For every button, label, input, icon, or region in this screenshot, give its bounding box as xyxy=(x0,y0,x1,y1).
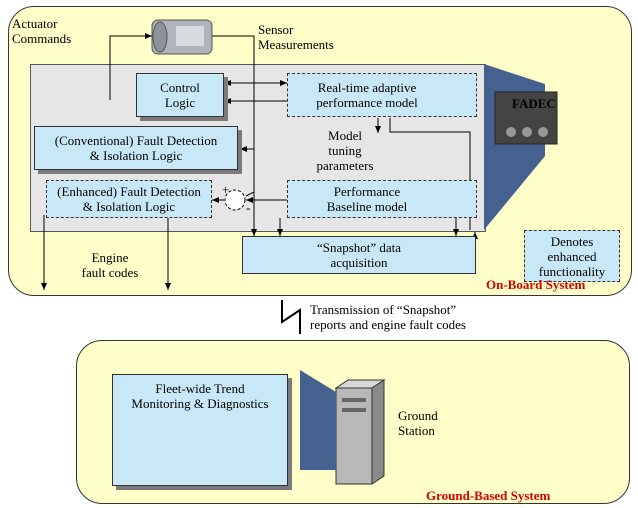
conventional-fdi-box: (Conventional) Fault Detection & Isolati… xyxy=(34,126,238,170)
baseline-model-box: Performance Baseline model xyxy=(287,180,477,218)
engine-fault-codes-label: Engine fault codes xyxy=(81,250,139,280)
enhanced-fdi-box: (Enhanced) Fault Detection & Isolation L… xyxy=(46,180,212,218)
fadec-hardware-icon xyxy=(494,91,558,145)
control-logic-box: Control Logic xyxy=(136,73,224,117)
ground-station-label: Ground Station xyxy=(398,408,438,438)
snapshot-box: “Snapshot” data acquisition xyxy=(242,236,476,274)
engine-icon xyxy=(151,19,213,55)
minus-sign: - xyxy=(246,200,251,215)
ground-callout-wedge xyxy=(300,370,336,470)
legend-enhanced-box: Denotes enhanced functionality xyxy=(524,230,620,282)
sensor-measurements-label: Sensor Measurements xyxy=(258,22,334,52)
actuator-commands-label: Actuator Commands xyxy=(12,16,72,46)
onboard-title: On-Board System xyxy=(486,277,586,292)
fadec-label: FADEC xyxy=(512,96,556,111)
server-icon xyxy=(334,379,386,485)
ground-title: Ground-Based System xyxy=(426,488,551,503)
model-tuning-label: Model tuning parameters xyxy=(316,128,374,173)
plus-sign: + xyxy=(222,182,230,197)
trend-monitoring-box: Fleet-wide Trend Monitoring & Diagnostic… xyxy=(112,374,288,486)
fadec-callout-wedge xyxy=(484,64,545,230)
transmission-label: Transmission of “Snapshot” reports and e… xyxy=(310,302,466,332)
summing-junction xyxy=(224,189,246,211)
adaptive-model-box: Real-time adaptive performance model xyxy=(287,73,477,117)
